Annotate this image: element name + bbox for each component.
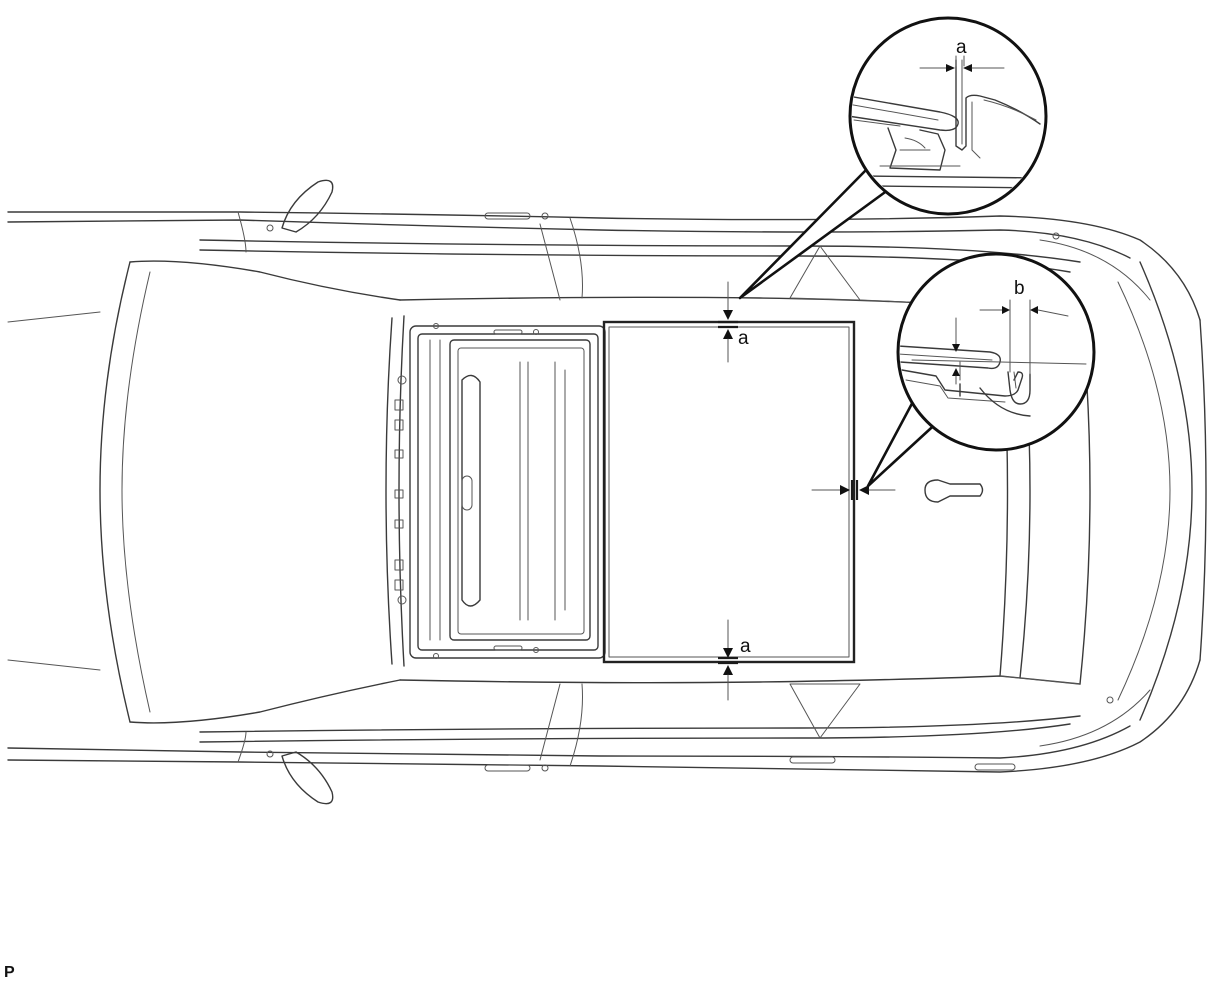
callout-detail-a: a (738, 16, 1048, 300)
bottom-gap-dimension: a (718, 619, 751, 701)
callout-b-label: b (1014, 278, 1025, 299)
top-gap-dimension: a (718, 281, 749, 363)
bottom-gap-label: a (740, 636, 751, 657)
car-body-outline (7, 179, 1207, 805)
top-gap-label: a (738, 328, 749, 349)
front-gap-dimension (811, 480, 896, 500)
callout-a-label: a (956, 37, 967, 58)
callout-detail-b: b (866, 252, 1096, 488)
sliding-roof-glass (602, 320, 856, 664)
sliding-roof-frame (385, 315, 606, 667)
figure-code: P (4, 964, 15, 981)
